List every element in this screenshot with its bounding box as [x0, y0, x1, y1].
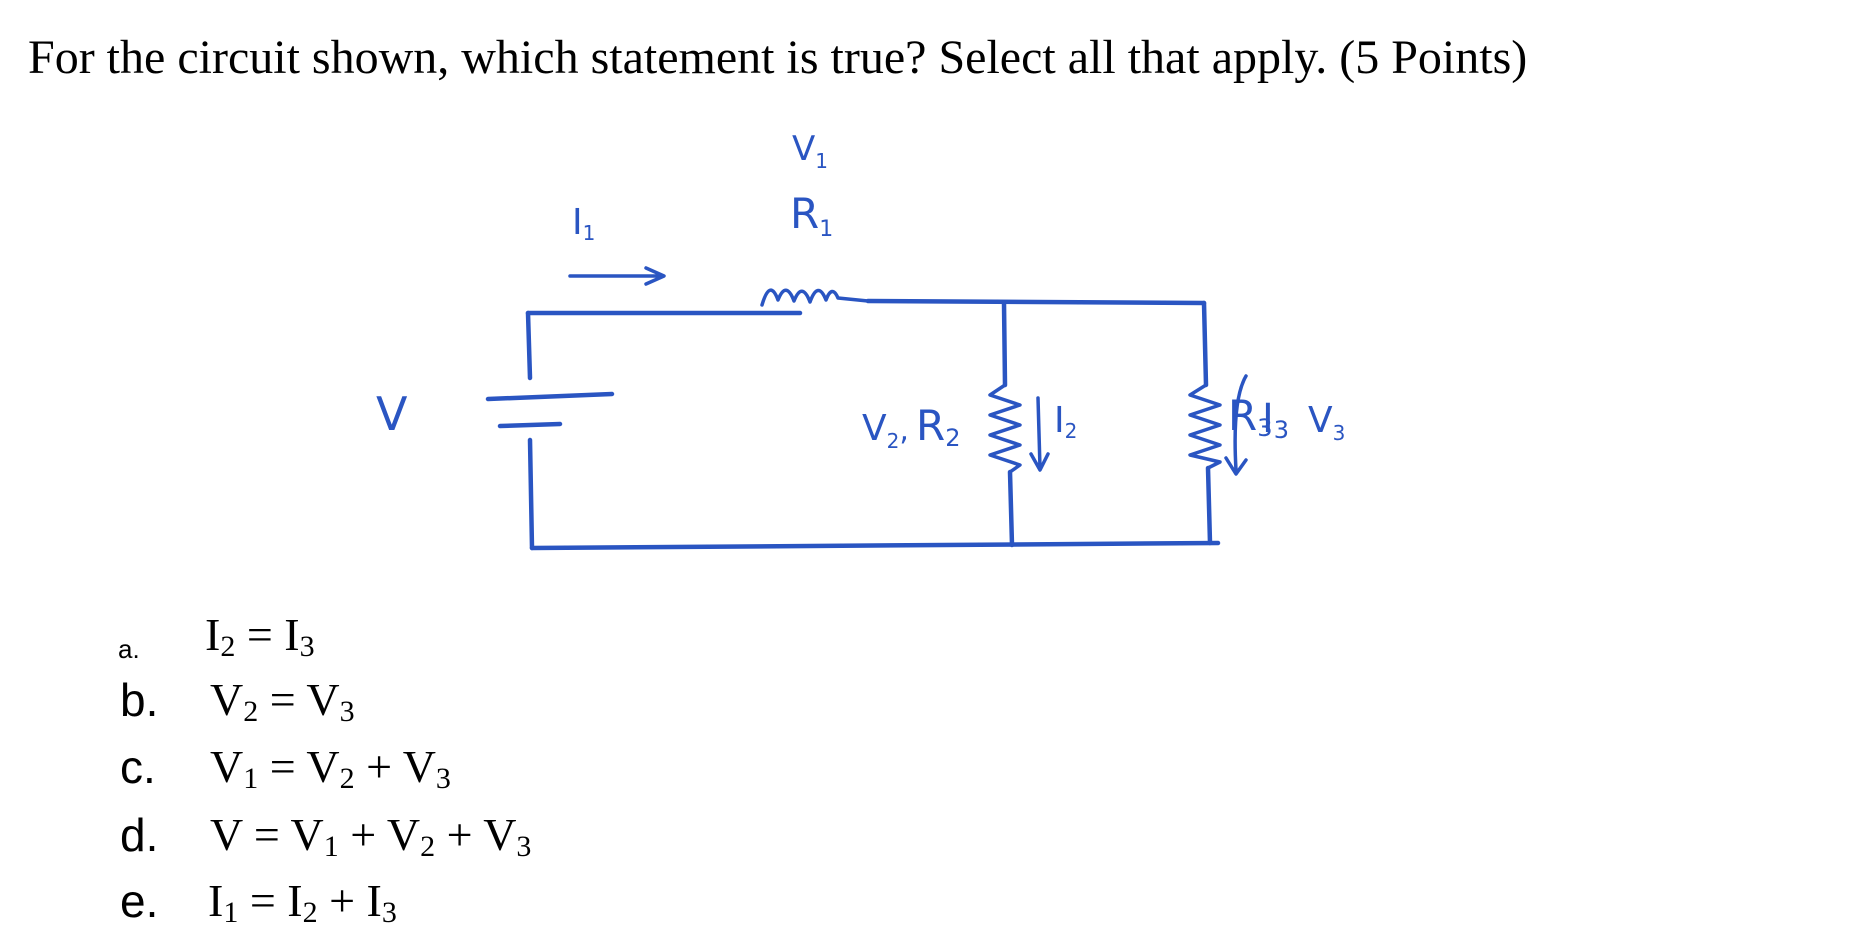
wire-left-lower [527, 437, 535, 551]
option-letter: c. [120, 741, 156, 793]
battery-long-plate [485, 391, 615, 402]
question-text: For the circuit shown, which statement i… [28, 31, 1528, 84]
r2-label: R2 [916, 401, 960, 452]
i2-label: I2 [1054, 400, 1077, 443]
i1-arrow [568, 266, 666, 286]
v1-label: V1 [792, 129, 828, 173]
battery-short-plate [497, 421, 563, 429]
option-expression: I1 = I2 + I3 [208, 875, 397, 929]
wire-r2-top [1001, 300, 1008, 388]
wire-top-right [865, 298, 1207, 306]
r3-label: R3 [1228, 391, 1272, 442]
i3-arrow [1224, 374, 1248, 476]
circuit-diagram: V V1 R1 I1 V2, R2 I2 R3 I3 V3 [376, 129, 1345, 551]
i3-label: I3 [1262, 396, 1289, 444]
option-letter: d. [120, 809, 159, 861]
r1-label: R1 [790, 189, 833, 242]
wire-r3-top [1201, 300, 1209, 388]
wire-r3-bottom [1205, 465, 1213, 546]
wire-bottom [529, 540, 1221, 551]
r2-resistor [988, 383, 1022, 474]
i2-arrow [1029, 396, 1050, 472]
option-expression: V1 = V2 + V3 [210, 741, 451, 795]
i1-label: I1 [572, 202, 595, 245]
option-letter: a. [118, 634, 140, 664]
v3-label: V3 [1308, 400, 1345, 445]
option-expression: V = V1 + V2 + V3 [210, 809, 532, 863]
v2-label: V2, [862, 408, 909, 453]
wire-r2-bottom [1007, 469, 1015, 548]
r1-resistor [760, 288, 870, 307]
source-voltage-label: V [376, 387, 408, 441]
option-expression: V2 = V3 [210, 674, 355, 728]
option-letter: b. [120, 674, 159, 726]
wire-left-upper [525, 310, 533, 381]
option-expression: I2 = I3 [205, 609, 315, 663]
r3-resistor [1188, 383, 1222, 470]
option-letter: e. [120, 875, 159, 927]
